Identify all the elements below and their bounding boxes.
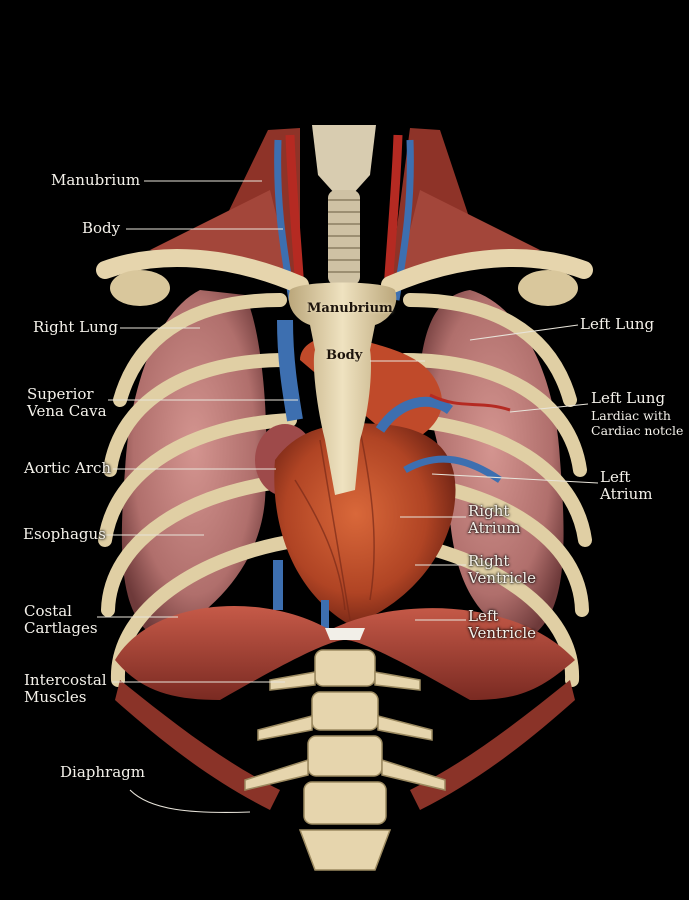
label-diaphragm: Diaphragm <box>60 763 145 781</box>
leader-lines <box>97 180 599 814</box>
label-intercostal-muscles: Intercostal Muscles <box>24 671 107 706</box>
intercostal-muscles <box>115 680 575 810</box>
label-sternum-manubrium: Manubrium <box>307 301 393 316</box>
label-left-lung-2: Left Lung <box>591 389 666 407</box>
spine <box>244 649 446 871</box>
label-right-atrium: Right Atrium <box>468 502 521 537</box>
label-esophagus: Esophagus <box>23 525 106 543</box>
label-costal-cartilages: Costal Cartlages <box>24 602 98 637</box>
label-right-lung: Right Lung <box>33 318 119 336</box>
label-body: Body <box>82 219 121 237</box>
label-left-ventricle: Left Ventricle <box>468 607 537 642</box>
label-aortic-arch: Aortic Arch <box>24 459 112 477</box>
label-left-lung: Left Lung <box>580 315 655 333</box>
sternum <box>288 282 397 495</box>
label-left-atrium: Left Atrium <box>600 468 653 503</box>
label-sternum-body: Body <box>326 348 363 363</box>
label-cardiac-notch: Lardiac with Cardiac notcle <box>591 408 684 438</box>
label-superior-vena-cava: Superior Vena Cava <box>27 385 107 420</box>
label-right-ventricle: Right Ventricle <box>468 552 537 587</box>
trachea <box>312 125 376 285</box>
label-manubrium: Manubrium <box>51 171 141 189</box>
clavicles <box>96 249 593 306</box>
diaphragm <box>115 606 575 700</box>
